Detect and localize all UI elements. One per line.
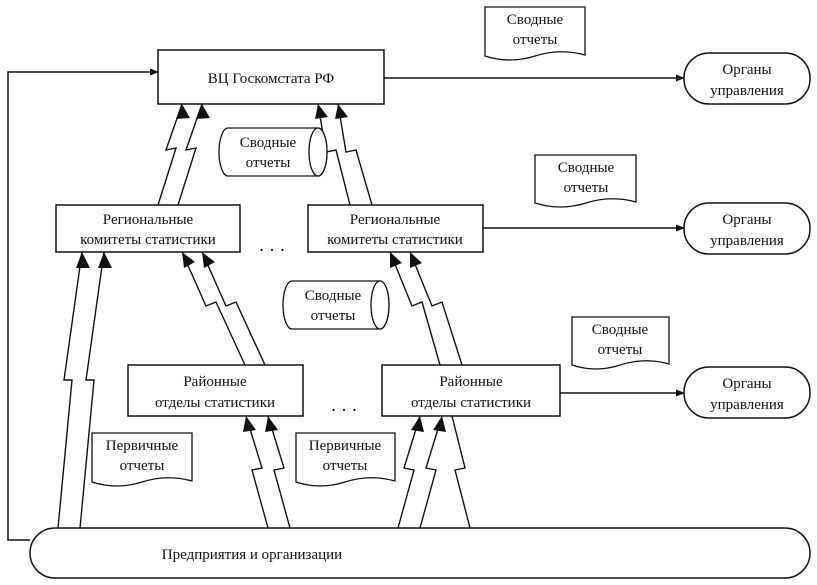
district-1-line2: отделы статистики	[155, 395, 275, 411]
doc-summary-3-line2: отчеты	[598, 342, 643, 358]
flow-arrow-enterprises-to-regional1-b	[79, 251, 112, 529]
governance-2-line1: Органы	[722, 212, 771, 228]
flow-arrow-regional2-to-center-b	[335, 103, 373, 206]
box-regional-committee-1: Региональные комитеты статистики	[55, 204, 241, 253]
flow-arrow-enterprises-to-district2-b	[419, 415, 446, 529]
feedback-line-enterprises-to-center	[7, 68, 159, 541]
district-2-line2: отделы статистики	[411, 395, 531, 411]
doc-primary-2-line2: отчеты	[323, 458, 368, 474]
tape-summary-2-line2: отчеты	[311, 308, 356, 324]
flow-arrow-district2-to-regional2-b	[409, 251, 463, 366]
flow-arrow-regional1-to-center-a	[157, 103, 190, 206]
flow-arrow-enterprises-to-district2-a	[397, 415, 424, 529]
flow-arrow-district1-to-regional1-b	[201, 251, 266, 366]
doc-summary-2-line1: Сводные	[558, 160, 615, 176]
enterprises-label: Предприятия и организации	[162, 547, 342, 563]
governance-1-line2: управления	[710, 83, 784, 99]
box-regional-committee-2: Региональные комитеты статистики	[307, 204, 484, 253]
ellipsis-district: · · ·	[331, 400, 358, 420]
tape-summary-1-line1: Сводные	[240, 135, 297, 151]
governance-body-1: Органы управления	[683, 52, 811, 105]
ellipsis-regional: · · ·	[259, 240, 286, 260]
regional-1-line1: Региональные	[103, 212, 194, 228]
doc-summary-reports-1: Сводные отчеты	[484, 6, 586, 61]
regional-2-line1: Региональные	[350, 212, 441, 228]
flow-arrow-district2-to-regional2-a	[389, 251, 441, 366]
governance-1-line1: Органы	[722, 62, 771, 78]
flow-arrow-enterprises-to-district1-b	[265, 415, 291, 529]
flow-arrow-enterprises-to-regional1-a	[57, 251, 90, 529]
flow-arrow-regional2-to-center-a	[315, 103, 351, 206]
tape-summary-1-line2: отчеты	[246, 155, 291, 171]
doc-summary-reports-3: Сводные отчеты	[571, 316, 670, 370]
governance-2-line2: управления	[710, 233, 784, 249]
district-1-line1: Районные	[183, 374, 247, 390]
flow-arrow-regional1-to-center-b	[177, 103, 210, 206]
doc-summary-2-line2: отчеты	[564, 180, 609, 196]
doc-summary-1-line2: отчеты	[513, 32, 558, 48]
doc-primary-1-line2: отчеты	[120, 458, 165, 474]
doc-primary-1-line1: Первичные	[106, 438, 179, 454]
governance-3-line2: управления	[710, 397, 784, 413]
doc-primary-reports-2: Первичные отчеты	[295, 432, 396, 487]
district-2-line1: Районные	[439, 374, 503, 390]
box-district-department-1: Районные отделы статистики	[127, 364, 304, 417]
doc-summary-reports-2: Сводные отчеты	[534, 154, 637, 208]
box-enterprises: Предприятия и организации	[29, 527, 811, 579]
doc-primary-reports-1: Первичные отчеты	[91, 432, 193, 487]
doc-summary-1-line1: Сводные	[507, 12, 564, 28]
box-vc-goskomstat: ВЦ Госкомстата РФ	[157, 49, 385, 105]
flow-arrow-enterprises-to-regional2	[451, 415, 471, 529]
box-district-department-2: Районные отделы статистики	[381, 364, 561, 417]
flow-arrow-district1-to-regional1-a	[181, 251, 246, 366]
tape-summary-reports-1: Сводные отчеты	[218, 127, 328, 177]
flow-arrow-enterprises-to-district1-a	[243, 415, 269, 529]
doc-primary-2-line1: Первичные	[309, 438, 382, 454]
governance-3-line1: Органы	[722, 376, 771, 392]
tape-summary-2-line1: Сводные	[305, 288, 362, 304]
doc-summary-3-line1: Сводные	[592, 322, 649, 338]
governance-body-3: Органы управления	[683, 366, 811, 419]
regional-1-line2: комитеты статистики	[80, 232, 216, 248]
governance-body-2: Органы управления	[683, 202, 811, 255]
tape-summary-reports-2: Сводные отчеты	[282, 280, 390, 330]
box-vc-goskomstat-label: ВЦ Госкомстата РФ	[208, 71, 335, 87]
regional-2-line2: комитеты статистики	[327, 232, 463, 248]
